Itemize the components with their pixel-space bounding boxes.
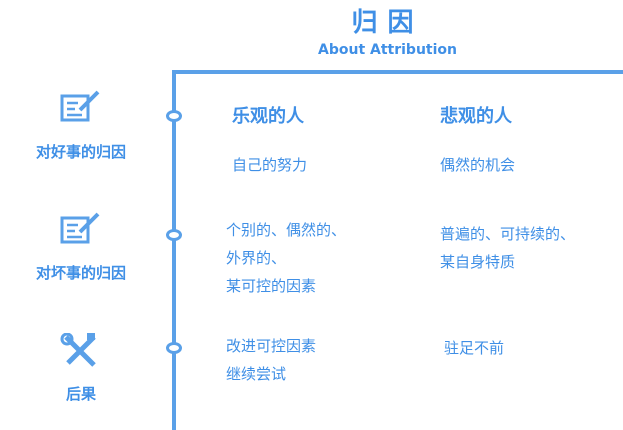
cell-consequence-optimist: 改进可控因素 继续尝试: [226, 332, 316, 388]
cell-line: 个别的、偶然的、: [226, 221, 347, 239]
cell-line: 某可控的因素: [226, 277, 317, 295]
document-pen-icon: [60, 90, 100, 122]
timeline-frame: [172, 70, 623, 430]
row-label-consequence: 后果: [65, 385, 96, 403]
cell-line: 继续尝试: [226, 365, 287, 383]
document-pen-icon: [60, 212, 100, 244]
timeline-node-3: [166, 342, 182, 354]
column-header-pessimist: 悲观的人: [440, 106, 512, 127]
cell-line: 某自身特质: [440, 253, 516, 271]
cell-good-pessimist: 偶然的机会: [440, 151, 515, 179]
row-label-bad: 对坏事的归因: [35, 264, 126, 282]
row-label-good: 对好事的归因: [35, 143, 126, 161]
cell-line: 普遍的、可持续的、: [440, 225, 576, 243]
column-header-optimist: 乐观的人: [232, 106, 304, 127]
cell-line: 自己的努力: [232, 156, 308, 174]
cell-good-optimist: 自己的努力: [232, 151, 307, 179]
timeline-node-1: [166, 110, 182, 122]
cell-line: 偶然的机会: [440, 156, 516, 174]
page-title: 归因: [351, 8, 424, 38]
wrench-screwdriver-icon: [60, 333, 96, 367]
cell-line: 改进可控因素: [226, 337, 317, 355]
cell-line: 驻足不前: [444, 339, 505, 357]
cell-line: 外界的、: [226, 249, 287, 267]
cell-bad-pessimist: 普遍的、可持续的、 某自身特质: [440, 220, 575, 276]
timeline-node-2: [166, 229, 182, 241]
cell-bad-optimist: 个别的、偶然的、 外界的、 某可控的因素: [226, 216, 346, 300]
page-subtitle: About Attribution: [318, 42, 457, 58]
cell-consequence-pessimist: 驻足不前: [444, 334, 504, 362]
